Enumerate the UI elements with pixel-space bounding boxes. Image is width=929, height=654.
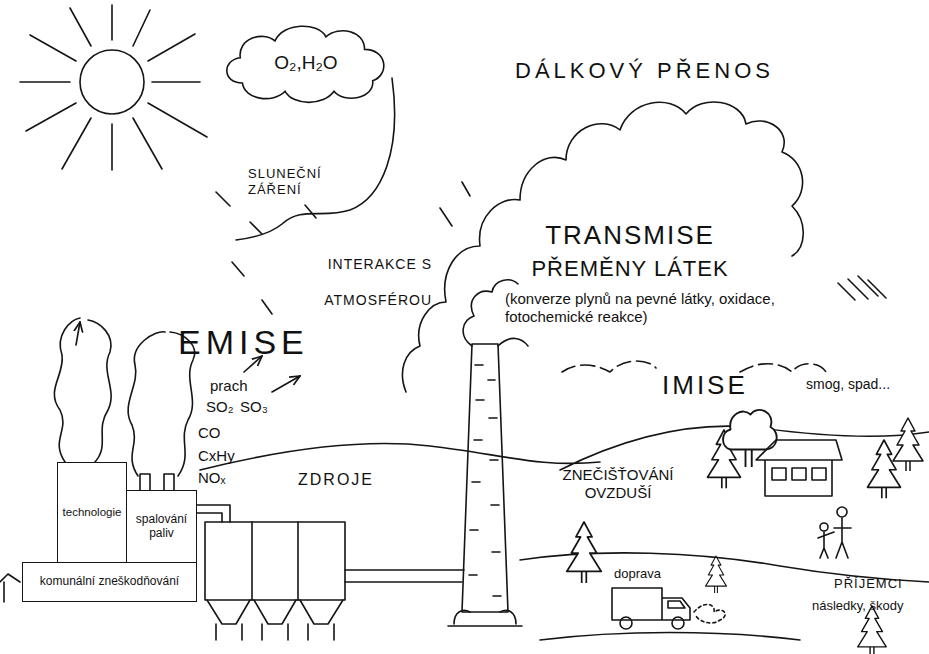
text-label: (konverze plynů na pevné látky, oxidace,… (505, 290, 780, 326)
emission-arrow (272, 376, 300, 392)
sun-disc (80, 50, 144, 114)
filter-partitions (252, 522, 298, 600)
text-label: ZDROJE (298, 470, 408, 489)
building-box: technologie (57, 462, 127, 563)
emission-plume (54, 318, 111, 462)
leafy-tree (723, 410, 777, 467)
chimney-bricks (469, 365, 501, 596)
building-box: spalování paliv (126, 490, 197, 563)
cloud-shape: O₂,H₂O (222, 20, 390, 106)
connecting-duct (197, 505, 230, 522)
pine-tree (893, 418, 923, 471)
text-label: PŘEMĚNY LÁTEK (480, 256, 780, 282)
text-label: NOₓ (198, 469, 248, 487)
transmission-cloud (402, 102, 803, 392)
text-label: INTERAKCE S ATMOSFÉROU (286, 246, 432, 319)
child-head (820, 523, 828, 531)
cloud-outline-path (227, 26, 384, 102)
node-text: spalování paliv (127, 513, 196, 541)
text-label: PŘÍJEMCI (834, 576, 929, 592)
sun-rays (20, 5, 207, 170)
text-label: EMISE (178, 322, 328, 363)
small-chimney (140, 474, 174, 490)
house-windows (772, 468, 826, 480)
chimney (462, 344, 508, 612)
node-text: O₂,H₂O (274, 52, 337, 74)
text-label: doprava (614, 566, 694, 582)
pine-tree (858, 606, 887, 654)
pine-tree (567, 522, 602, 583)
node-text: komunální zneškodňování (40, 575, 179, 589)
house (756, 440, 842, 496)
truck (612, 588, 690, 620)
small-house (0, 574, 20, 602)
text-label: následky, škody (812, 598, 929, 614)
truck-wheel (620, 617, 632, 629)
filter-building (205, 522, 345, 600)
person-head (837, 507, 847, 517)
emission-arrow (76, 322, 80, 345)
flue-duct (345, 570, 464, 582)
node-text: technologie (63, 506, 122, 519)
incoming-rays (838, 276, 886, 300)
exhaust-puff (694, 604, 725, 623)
hill-line (200, 426, 929, 470)
text-label: ZNEČIŠŤOVÁNÍ OVZDUŠÍ (556, 466, 680, 502)
text-label: smog, spad... (806, 376, 926, 393)
truck-wheel (672, 617, 684, 629)
person-figure (834, 518, 851, 558)
text-label: prach (210, 377, 270, 395)
text-label: DÁLKOVÝ PŘENOS (515, 58, 835, 84)
chimney-base (448, 611, 522, 627)
filter-hoppers (207, 600, 343, 640)
pine-tree (868, 440, 901, 498)
text-label: CxHy (198, 447, 248, 465)
text-label: SO₃ (240, 398, 280, 416)
text-label: TRANSMISE (480, 220, 780, 251)
text-label: SLUNEČNÍ ZÁŘENÍ (248, 166, 338, 197)
pine-tree (706, 556, 727, 593)
building-box: komunální zneškodňování (22, 562, 197, 602)
text-label: IMISE (662, 370, 772, 401)
child-figure (818, 532, 834, 558)
text-label: CO (198, 424, 238, 442)
